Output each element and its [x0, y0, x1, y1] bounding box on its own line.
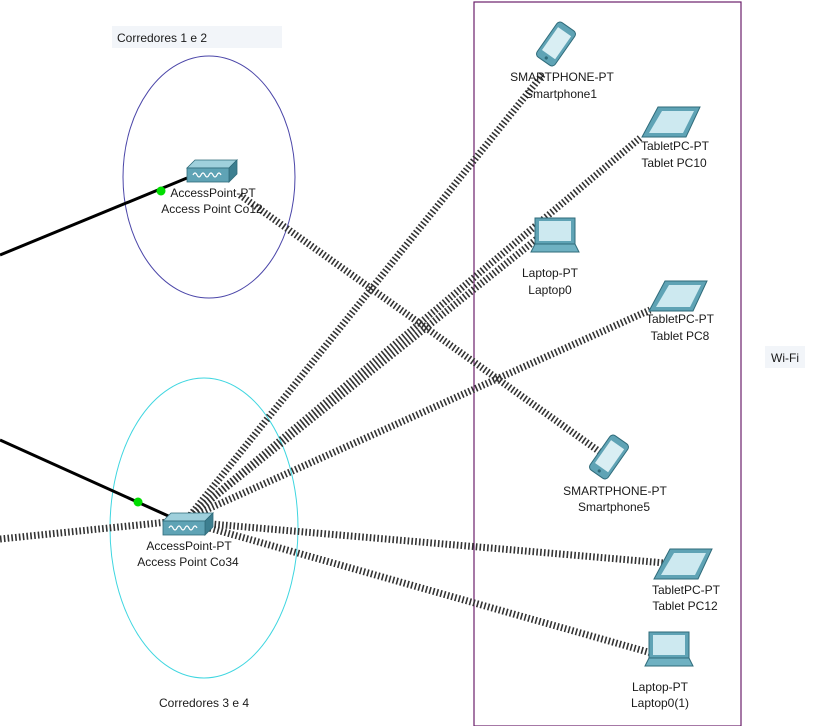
access-point-co12[interactable]: AccessPoint-PT Access Point Co12	[161, 159, 263, 216]
wired-link-ap34[interactable]	[0, 438, 176, 521]
wireless-link-ap34-offscreen[interactable]	[0, 516, 189, 543]
access-point-co34[interactable]: AccessPoint-PT Access Point Co34	[137, 512, 239, 569]
wireless-link-ap12-smartphone5[interactable]	[237, 192, 603, 455]
link-status-ap34	[133, 497, 143, 507]
laptop-icon	[530, 217, 580, 253]
note-corredores-12[interactable]: Corredores 1 e 2	[117, 31, 207, 45]
tablet-icon	[641, 106, 701, 138]
note-wifi[interactable]: Wi-Fi	[771, 351, 799, 365]
note-box-wifi	[765, 346, 805, 368]
wired-link-ap12[interactable]	[0, 176, 188, 257]
device-model: SMARTPHONE-PT	[510, 70, 614, 84]
tablet-pc12[interactable]: TabletPC-PT Tablet PC12	[652, 548, 721, 613]
smartphone5[interactable]: SMARTPHONE-PT Smartphone5	[563, 433, 668, 514]
access-point-icon	[186, 159, 238, 183]
device-name: Access Point Co34	[137, 555, 239, 569]
device-model: TabletPC-PT	[641, 139, 710, 153]
device-model: SMARTPHONE-PT	[563, 484, 667, 498]
tablet-icon	[653, 548, 713, 580]
device-name: Tablet PC12	[652, 599, 718, 613]
access-point-icon	[162, 512, 214, 536]
wireless-link-ap34-laptop0-1[interactable]	[187, 518, 656, 658]
device-name: Smartphone5	[578, 500, 650, 514]
device-model: AccessPoint-PT	[146, 539, 232, 553]
corredores-12-area	[122, 55, 296, 299]
tablet-icon	[648, 280, 708, 312]
device-model: AccessPoint-PT	[170, 186, 256, 200]
wireless-link-ap34-tablet12[interactable]	[187, 518, 666, 567]
wifi-area	[473, 1, 742, 726]
device-model: Laptop-PT	[632, 680, 689, 694]
device-name: Access Point Co12	[161, 202, 263, 216]
wireless-link-ap34-laptop0[interactable]	[185, 235, 541, 521]
device-name: Tablet PC8	[651, 329, 710, 343]
wireless-link-ap34-tablet8[interactable]	[186, 306, 652, 522]
link-status-ap12	[156, 186, 166, 196]
device-name: Smartphone1	[525, 87, 597, 101]
device-name: Laptop0	[528, 283, 572, 297]
laptop0-1[interactable]: Laptop-PT Laptop0(1)	[631, 631, 694, 710]
wireless-link-ap34-smartphone1[interactable]	[185, 71, 546, 521]
device-model: TabletPC-PT	[646, 312, 715, 326]
tablet-pc8[interactable]: TabletPC-PT Tablet PC8	[646, 280, 715, 343]
device-name: Tablet PC10	[641, 156, 707, 170]
smartphone1[interactable]: SMARTPHONE-PT Smartphone1	[510, 20, 615, 101]
device-model: TabletPC-PT	[652, 583, 721, 597]
note-corredores-34[interactable]: Corredores 3 e 4	[159, 696, 249, 710]
note-box-12	[112, 26, 282, 48]
laptop0[interactable]: Laptop-PT Laptop0	[522, 217, 580, 297]
device-model: Laptop-PT	[522, 266, 579, 280]
tablet-pc10[interactable]: TabletPC-PT Tablet PC10	[641, 106, 710, 170]
smartphone-icon	[589, 434, 629, 480]
laptop-icon	[644, 631, 694, 667]
device-name: Laptop0(1)	[631, 696, 689, 710]
smartphone-icon	[536, 21, 576, 67]
